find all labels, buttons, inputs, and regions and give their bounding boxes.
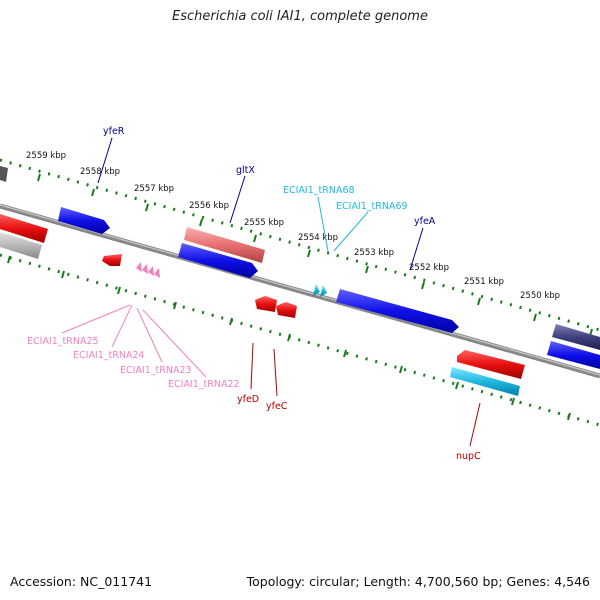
label-ECIAI1_tRNA24[interactable]: ECIAI1_tRNA24: [73, 350, 145, 361]
ruler-label-2558: 2558 kbp: [80, 167, 120, 177]
label-yfeC[interactable]: yfeC: [266, 401, 288, 412]
gene-red-small-left[interactable]: [102, 254, 122, 266]
ruler-label-2555: 2555 kbp: [244, 218, 284, 228]
label-ECIAI1_tRNA22[interactable]: ECIAI1_tRNA22: [168, 379, 240, 390]
lower-scale-line: [0, 253, 600, 427]
ruler-label-2559: 2559 kbp: [26, 151, 66, 161]
genome-backbone: [0, 203, 600, 379]
label-gltX[interactable]: gltX: [236, 165, 255, 176]
gene-nupC-neighbor[interactable]: [457, 350, 525, 379]
label-ECIAI1_tRNA25[interactable]: ECIAI1_tRNA25: [27, 336, 99, 347]
ruler-label-2553: 2553 kbp: [354, 248, 394, 258]
label-ECIAI1_tRNA23[interactable]: ECIAI1_tRNA23: [120, 365, 192, 376]
trna-ECIAI1_tRNA69[interactable]: [320, 285, 327, 297]
leader-gltX: [229, 175, 246, 224]
upper-scale-line: [0, 158, 600, 332]
gene-gltX-pseudo[interactable]: [184, 227, 265, 263]
leader-ECIAI1_tRNA25: [61, 304, 131, 334]
ruler-label-2550: 2550 kbp: [520, 291, 560, 301]
trna-ECIAI1_tRNA23[interactable]: [148, 266, 154, 276]
gene-yfeR[interactable]: [58, 207, 110, 234]
label-ECIAI1_tRNA68[interactable]: ECIAI1_tRNA68: [283, 185, 355, 196]
genome-summary-text: Topology: circular; Length: 4,700,560 bp…: [246, 574, 590, 589]
ruler-label-2551: 2551 kbp: [464, 277, 504, 287]
leader-yfeR: [97, 137, 113, 184]
trna-ECIAI1_tRNA25[interactable]: [136, 262, 142, 272]
leader-nupC: [469, 402, 481, 447]
trna-ECIAI1_tRNA24[interactable]: [142, 264, 148, 274]
gene-partial-gray-left[interactable]: [0, 232, 42, 259]
leader-ECIAI1_tRNA69: [333, 211, 369, 252]
gene-yfeC[interactable]: [276, 302, 297, 318]
gene-partial-navy-right[interactable]: [552, 324, 600, 350]
trna-ECIAI1_tRNA22[interactable]: [154, 268, 160, 278]
ruler-label-2556: 2556 kbp: [189, 201, 229, 211]
label-yfeA[interactable]: yfeA: [414, 216, 436, 227]
leader-ECIAI1_tRNA24: [111, 304, 133, 348]
ruler-label-2552: 2552 kbp: [409, 263, 449, 273]
leader-yfeC: [273, 348, 278, 397]
gene-nupC[interactable]: [450, 367, 520, 396]
lower-ticks: [7, 255, 571, 421]
label-ECIAI1_tRNA69[interactable]: ECIAI1_tRNA69: [336, 201, 408, 212]
label-nupC[interactable]: nupC: [456, 451, 481, 462]
trna-ECIAI1_tRNA68[interactable]: [313, 284, 320, 296]
gene-partial-blue-right[interactable]: [547, 341, 600, 369]
label-yfeR[interactable]: yfeR: [103, 126, 125, 137]
leader-yfeD: [250, 342, 254, 390]
ruler-label-2554: 2554 kbp: [298, 233, 338, 243]
leader-yfeA: [409, 227, 424, 271]
label-yfeD[interactable]: yfeD: [237, 394, 259, 405]
accession-text: Accession: NC_011741: [10, 574, 153, 589]
leader-ECIAI1_tRNA68: [317, 196, 329, 252]
gene-yfeA[interactable]: [336, 289, 459, 333]
gene-partial-gray-top[interactable]: [0, 166, 8, 182]
leader-ECIAI1_tRNA22: [142, 309, 207, 378]
gene-yfeD[interactable]: [255, 296, 277, 312]
gene-partial-red-left[interactable]: [0, 214, 48, 243]
leader-ECIAI1_tRNA23: [136, 307, 163, 363]
gene-gltX[interactable]: [178, 243, 258, 278]
ruler-label-2557: 2557 kbp: [134, 184, 174, 194]
map-title: Escherichia coli IAI1, complete genome: [172, 9, 428, 24]
